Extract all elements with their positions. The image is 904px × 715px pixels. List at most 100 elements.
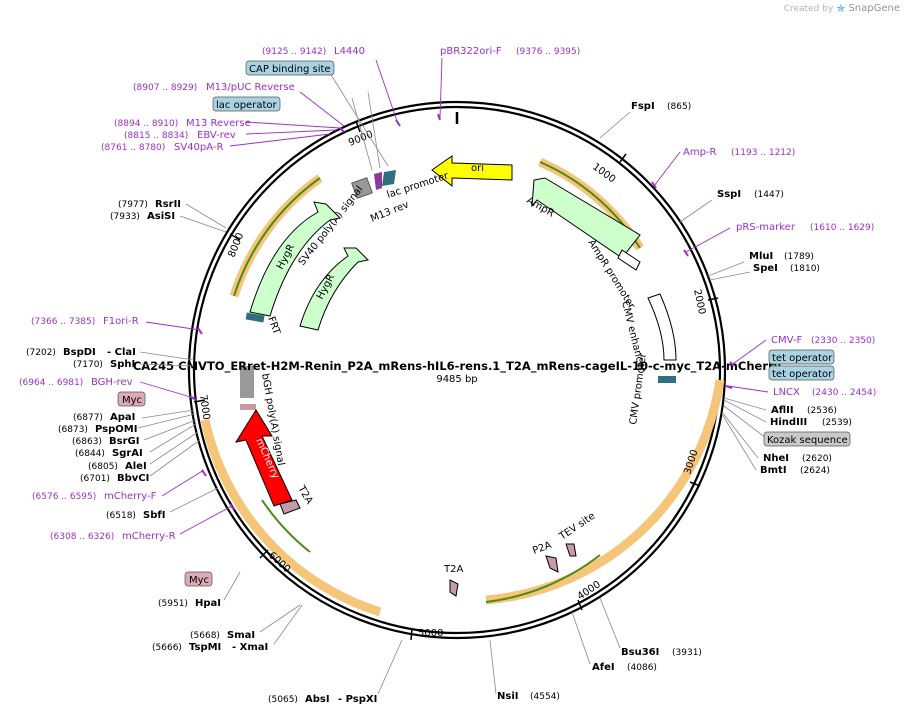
enzyme-pos: (1810)	[790, 264, 820, 274]
primer-name: SV40pA-R	[174, 142, 223, 153]
enzyme-pos: (1447)	[754, 190, 784, 200]
enzyme-pos: (4554)	[530, 692, 560, 702]
enzyme-name: Bsu36I	[621, 647, 659, 658]
enzyme-name: - PspXI	[338, 694, 377, 705]
enzyme-pos: (865)	[667, 102, 691, 112]
primer-name: M13/pUC Reverse	[206, 82, 295, 93]
frt-block	[245, 312, 265, 323]
tick-label-1000: 1000	[590, 162, 617, 186]
enzyme-name: - XmaI	[232, 642, 268, 653]
boxed-labels: CAP binding site lac operator tet operat…	[117, 60, 851, 587]
enzyme-pos: (6873)	[58, 425, 88, 435]
primer-name: CMV-F	[771, 335, 802, 346]
enzyme-pos: (7170)	[73, 360, 103, 370]
enzyme-pos: (6877)	[73, 413, 103, 423]
enzyme-pos: (7933)	[110, 212, 140, 222]
enzyme-labels: FspI (865) SspI (1447) MluI (1789) SpeI …	[26, 101, 852, 705]
enzyme-name: SspI	[717, 189, 741, 200]
enzyme-name: SpeI	[753, 263, 778, 274]
enzyme-pos: (6844)	[75, 449, 105, 459]
ampr-promoter-arrow	[617, 249, 641, 271]
primer-pos: (8815 .. 8834)	[124, 131, 188, 141]
brand-name: SnapGene	[848, 3, 900, 14]
enzyme-name: PspOMI	[95, 424, 137, 435]
enzyme-name: BspDI	[63, 347, 96, 358]
primer-pos: (6308 .. 6326)	[50, 532, 114, 542]
enzyme-name: NheI	[763, 453, 789, 464]
enzyme-name: TspMI	[189, 642, 221, 653]
enzyme-pos: (6863)	[72, 437, 102, 447]
enzyme-name: MluI	[749, 251, 773, 262]
primer-pos: (2330 .. 2350)	[811, 336, 875, 346]
enzyme-name: - ClaI	[107, 347, 136, 358]
primer-pos: (7366 .. 7385)	[31, 317, 95, 327]
cap-binding-label: CAP binding site	[249, 64, 331, 75]
ampr-arrow	[531, 177, 641, 259]
enzyme-pos: (2624)	[800, 466, 830, 476]
primer-name: mCherry-R	[122, 531, 176, 542]
primer-pos: (9376 .. 9395)	[516, 47, 580, 57]
cap-site-block	[374, 172, 382, 190]
primer-name: BGH-rev	[91, 377, 133, 388]
primer-name: EBV-rev	[197, 130, 236, 141]
enzyme-pos: (6805)	[88, 462, 118, 472]
primer-name: F1ori-R	[103, 316, 139, 327]
primer-markers	[189, 113, 735, 511]
tick-label-4000: 4000	[576, 579, 603, 602]
primer-name: pRS-marker	[736, 222, 796, 233]
enzyme-name: AflII	[771, 405, 794, 416]
primer-lines	[139, 57, 769, 535]
enzyme-name: NsiI	[497, 691, 518, 702]
p2a-label: P2A	[531, 540, 553, 557]
primer-pos: (8894 .. 8910)	[114, 119, 178, 129]
primer-labels: (9125 .. 9142) L4440 pBR322ori-F (9376 .…	[19, 46, 876, 542]
primer-pos: (1610 .. 1629)	[810, 223, 874, 233]
backbone-inner	[192, 105, 722, 635]
primer-name: LNCX	[773, 387, 800, 398]
tick-label-9000: 9000	[347, 129, 375, 149]
enzyme-pos: (6701)	[80, 474, 110, 484]
tick-label-5000: 5000	[418, 628, 443, 639]
primer-pos: (8761 .. 8780)	[101, 143, 165, 153]
enzyme-name: SgrAI	[112, 448, 143, 459]
ori-label: ori	[471, 163, 484, 174]
tet-operator-block	[658, 376, 676, 383]
enzyme-pos: (7202)	[26, 348, 56, 358]
snapgene-brand: Created by ✯ SnapGene	[784, 2, 900, 15]
orf-arc-main-right-line	[485, 554, 601, 603]
plasmid-length: 9485 bp	[436, 374, 477, 385]
myc-label-2: Myc	[189, 575, 209, 586]
primer-pos: (2430 .. 2454)	[812, 388, 876, 398]
primer-name: pBR322ori-F	[440, 46, 502, 57]
tick-label-2000: 2000	[691, 288, 707, 315]
enzyme-pos: (2539)	[822, 418, 852, 428]
enzyme-name: ApaI	[110, 412, 135, 423]
enzyme-name: FspI	[631, 101, 655, 112]
t2a-arrow-2	[449, 579, 459, 597]
tet-operator-label-2: tet operator	[772, 369, 833, 380]
enzyme-pos: (5065)	[268, 695, 298, 705]
tev-label: TEV site	[557, 511, 598, 543]
backbone-outer	[187, 100, 727, 640]
primer-pos: (6576 .. 6595)	[32, 492, 96, 502]
lac-operator-label: lac operator	[216, 100, 277, 111]
hygr-arrow-2	[299, 247, 370, 331]
tick-marks	[193, 120, 719, 641]
primer-name: M13 Reverse	[186, 118, 251, 129]
kozak-label: Kozak sequence	[767, 435, 848, 446]
lac-operator-block	[382, 170, 396, 186]
enzyme-name: SbfI	[143, 510, 165, 521]
enzyme-name: AbsI	[305, 694, 330, 705]
brand-created-by: Created by	[783, 3, 834, 14]
t2a-label-2: T2A	[443, 564, 463, 575]
myc-label-1: Myc	[122, 395, 142, 406]
primer-pos: (9125 .. 9142)	[262, 47, 326, 57]
tick-label-8000: 8000	[227, 231, 247, 259]
enzyme-pos: (2536)	[807, 406, 837, 416]
cmv-enhancer-arrow	[647, 293, 677, 361]
primer-pos: (1193 .. 1212)	[731, 148, 795, 158]
orf-arc-main-left	[200, 419, 382, 617]
enzyme-pos: (3931)	[672, 648, 702, 658]
t2a-arrow-1	[279, 499, 301, 515]
